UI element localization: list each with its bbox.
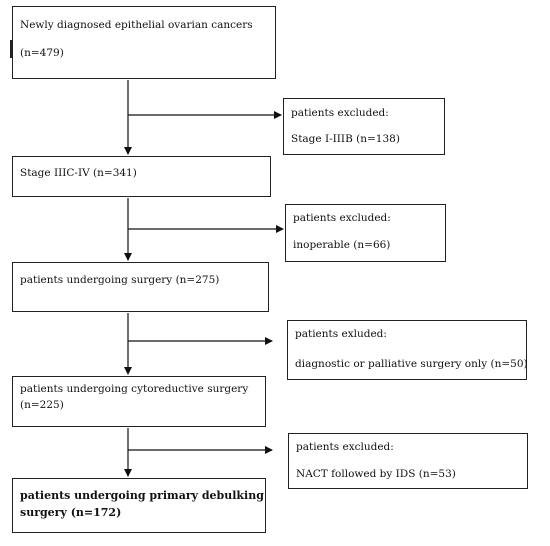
box-diagnosed: [12, 6, 276, 79]
box-excluded-stage-title: patients excluded:: [291, 107, 389, 119]
box-stage-title: Stage IIIC-IV (n=341): [20, 167, 137, 179]
box-excluded-inoperable-reason: inoperable (n=66): [293, 239, 391, 251]
box-excluded-stage-reason: Stage I-IIIB (n=138): [291, 133, 400, 145]
box-excluded-nact-title: patients excluded:: [296, 441, 394, 453]
box-excluded-diagnostic-reason: diagnostic or palliative surgery only (n…: [295, 358, 528, 370]
box-cytoreductive-count: (n=225): [20, 399, 64, 411]
box-excluded-inoperable-title: patients excluded:: [293, 212, 391, 224]
box-primary-debulking: [12, 478, 266, 533]
box-stage: [12, 156, 271, 197]
box-surgery: [12, 262, 269, 312]
box-cytoreductive-title: patients undergoing cytoreductive surger…: [20, 383, 249, 395]
box-excluded-nact-reason: NACT followed by IDS (n=53): [296, 468, 456, 480]
box-excluded-diagnostic: [287, 320, 527, 380]
box-excluded-diagnostic-title: patients exluded:: [295, 328, 387, 340]
box-surgery-title: patients undergoing surgery (n=275): [20, 274, 220, 286]
box-excluded-inoperable: [285, 204, 446, 262]
box-excluded-nact: [288, 433, 528, 489]
box-primary-debulking-title: patients undergoing primary debulking: [20, 489, 264, 502]
box-primary-debulking-count: surgery (n=172): [20, 506, 122, 519]
box-diagnosed-count: (n=479): [20, 47, 64, 59]
box-diagnosed-title: Newly diagnosed epithelial ovarian cance…: [20, 19, 253, 31]
decorative-mark: [10, 40, 12, 58]
box-cytoreductive: [12, 376, 266, 427]
box-excluded-stage: [283, 98, 445, 155]
